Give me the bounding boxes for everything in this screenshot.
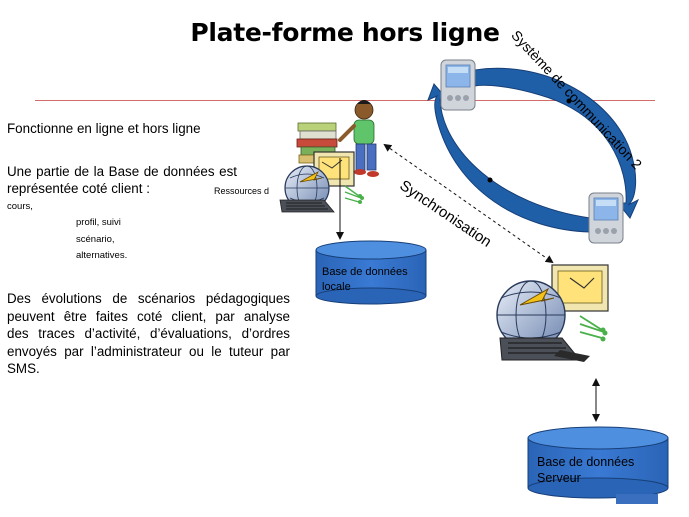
server-db-label-line-1: Base de données	[537, 455, 635, 469]
title-divider	[35, 100, 655, 101]
resources-note: Ressources d	[214, 186, 270, 196]
sub-item-profile: profil, suivi	[76, 217, 121, 228]
server-db-label: Base de données Serveur	[537, 454, 634, 486]
evolution-line-4: envoyés par l’administrateur ou le tuteu…	[7, 343, 290, 359]
server-computer-icon	[496, 264, 609, 362]
pda-top-icon	[440, 59, 476, 111]
sub-item-alternatives: alternatives.	[76, 250, 128, 261]
evolution-paragraph: Des évolutions de scénarios pédagogiques…	[7, 290, 290, 378]
local-db-label-line-2: locale	[322, 281, 351, 293]
db-paragraph-line-1: Une partie de la Base de données est	[7, 164, 237, 179]
evolution-line-5: SMS.	[7, 361, 40, 376]
sub-item-courses: cours,	[7, 201, 33, 212]
comm-arc-dot-top	[566, 98, 572, 104]
evolution-line-1: Des évolutions de scénarios pédagogiques	[7, 291, 290, 306]
pda-bottom-icon	[588, 192, 624, 244]
evolution-line-2: peuvent être faites coté client, par ana…	[7, 308, 290, 324]
slide-title: Plate-forme hors ligne	[190, 18, 500, 47]
evolution-line-3: des traces d’activité, d’évaluations, d’…	[7, 326, 290, 341]
client-person-icon	[338, 100, 379, 177]
comm-arc-top	[474, 67, 640, 219]
local-db-label: Base de données locale	[322, 265, 408, 295]
small-logo	[616, 494, 658, 504]
client-computer-icon	[279, 151, 364, 213]
server-db-cylinder	[527, 426, 669, 499]
online-offline-text: Fonctionne en ligne et hors ligne	[7, 121, 201, 136]
sub-item-scenario: scénario,	[76, 234, 115, 245]
local-db-label-line-1: Base de données	[322, 266, 408, 278]
server-db-label-line-2: Serveur	[537, 471, 581, 485]
local-db-cylinder	[315, 240, 427, 305]
db-paragraph: Une partie de la Base de données est	[7, 163, 237, 181]
db-paragraph-line-2: représentée coté client :	[7, 181, 150, 196]
comm-arc-dot-bottom	[487, 177, 493, 183]
sync-arrow	[383, 143, 554, 264]
